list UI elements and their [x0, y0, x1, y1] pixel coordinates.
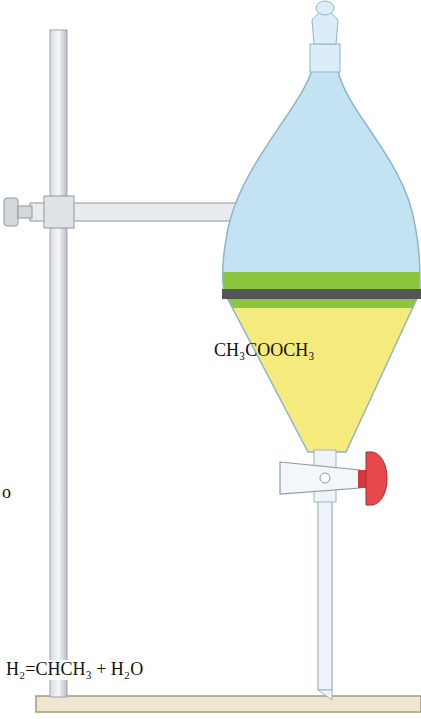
- stand-base: [36, 696, 421, 712]
- stopcock-barrel: [280, 462, 360, 494]
- ring-clamp: [222, 289, 421, 299]
- funnel-stem: [318, 500, 332, 690]
- clamp-boss: [44, 196, 74, 228]
- stopcock-bore: [320, 473, 330, 483]
- equation-text: H₂=CHCH₃ + H₂O: [4, 660, 145, 680]
- cropped-text: o: [2, 483, 11, 503]
- stand-rod: [50, 30, 67, 697]
- stopcock-handle: [366, 452, 387, 505]
- funnel-neck: [310, 44, 340, 72]
- clamp-screw: [18, 206, 32, 218]
- stopper: [312, 12, 338, 44]
- chemical-label: CH₃COOCH₃: [214, 341, 315, 361]
- funnel-body: [223, 70, 420, 452]
- stem-tip: [318, 690, 332, 700]
- stopper-knob: [316, 1, 334, 15]
- clamp-knob: [4, 198, 18, 226]
